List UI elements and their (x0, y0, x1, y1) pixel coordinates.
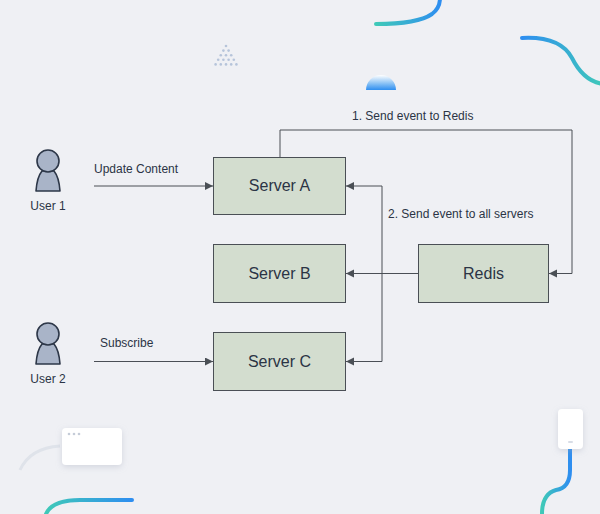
deco-device-dot (568, 441, 573, 443)
deco-curve (20, 446, 60, 470)
box-label: Server B (248, 265, 310, 283)
connector-arrow (94, 186, 213, 187)
actor-label: User 2 (2, 372, 94, 386)
connector-arrow (346, 186, 418, 274)
deco-curve (522, 38, 600, 84)
connector-arrow (346, 274, 418, 362)
deco-curve (46, 500, 132, 514)
deco-device (558, 409, 583, 449)
box-label: Redis (463, 265, 504, 283)
deco-curve (376, 0, 440, 24)
deco-dot (73, 433, 76, 436)
box-label: Server C (248, 353, 311, 371)
user-actor: User 2 (2, 320, 94, 390)
deco-dot (78, 433, 81, 436)
deco-curve (542, 448, 570, 514)
deco-card (62, 428, 122, 465)
box-label: Server A (249, 177, 310, 195)
edge-label: 1. Send event to Redis (350, 109, 475, 123)
connector-arrow (94, 361, 213, 362)
edge-label: Update Content (92, 162, 180, 176)
person-icon (32, 147, 64, 193)
server-box: Server B (213, 244, 346, 303)
server-box: Server C (213, 332, 346, 391)
redis-box: Redis (418, 244, 549, 303)
dot-triangle (214, 45, 237, 66)
user-actor: User 1 (2, 147, 94, 217)
edge-label: Subscribe (98, 336, 155, 350)
edge-label: 2. Send event to all servers (386, 207, 535, 221)
person-icon (32, 320, 64, 366)
deco-semicircle (366, 75, 396, 90)
actor-label: User 1 (2, 199, 94, 213)
deco-dot (68, 433, 71, 436)
server-box: Server A (213, 157, 346, 215)
